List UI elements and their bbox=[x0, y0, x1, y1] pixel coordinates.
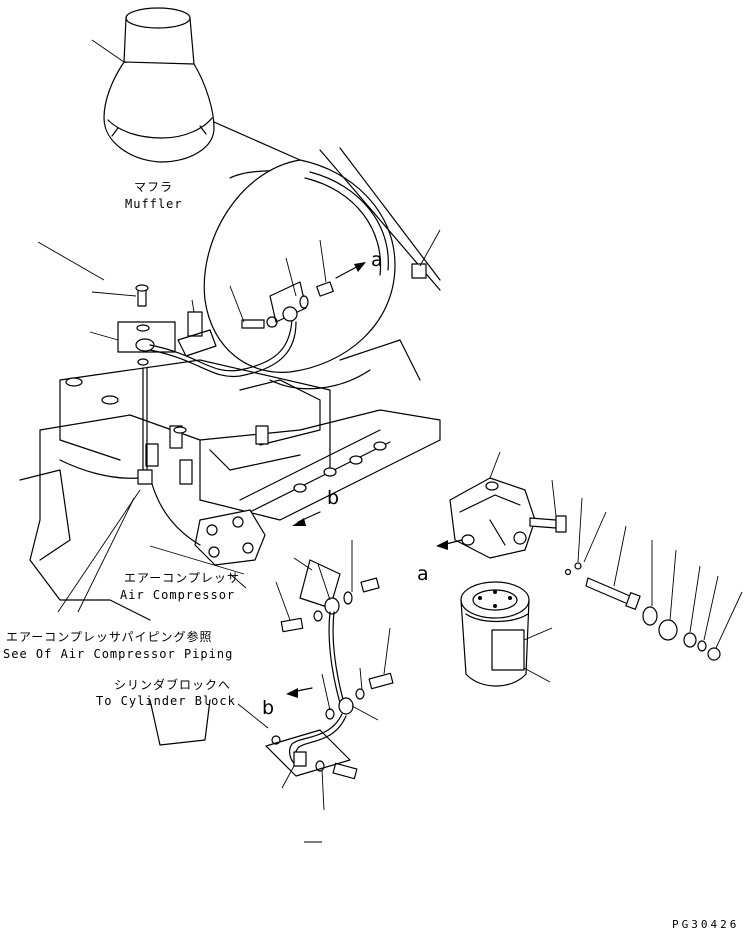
lower-pipe-assembly bbox=[265, 559, 394, 780]
air-compressor-label-en: Air Compressor bbox=[120, 588, 236, 602]
reference-b-lower: b bbox=[262, 697, 275, 719]
piping-reference-jp: エアーコンプレッサパイピング参照 bbox=[6, 630, 213, 644]
drawing-number: PG30426 bbox=[672, 918, 740, 931]
reference-a-lower: a bbox=[417, 563, 429, 585]
upper-pipe-assembly bbox=[59, 263, 427, 546]
leader-lines bbox=[37, 39, 743, 843]
muffler-drawing bbox=[103, 7, 441, 390]
air-compressor-label-jp: エアーコンプレッサ bbox=[124, 571, 240, 585]
filter-head-bracket bbox=[449, 477, 721, 661]
filter-cartridge bbox=[460, 581, 530, 687]
cylinder-block-label-en: To Cylinder Block bbox=[96, 694, 236, 708]
muffler-label-jp: マフラ bbox=[134, 180, 174, 194]
reference-a-upper: a bbox=[371, 249, 383, 271]
reference-b-upper: b bbox=[327, 487, 340, 509]
engine-block-drawing bbox=[19, 339, 441, 746]
cylinder-block-label-jp: シリンダブロックへ bbox=[114, 678, 232, 692]
piping-reference-en: See Of Air Compressor Piping bbox=[3, 647, 234, 661]
muffler-label-en: Muffler bbox=[125, 197, 183, 211]
flow-arrows bbox=[286, 262, 463, 698]
